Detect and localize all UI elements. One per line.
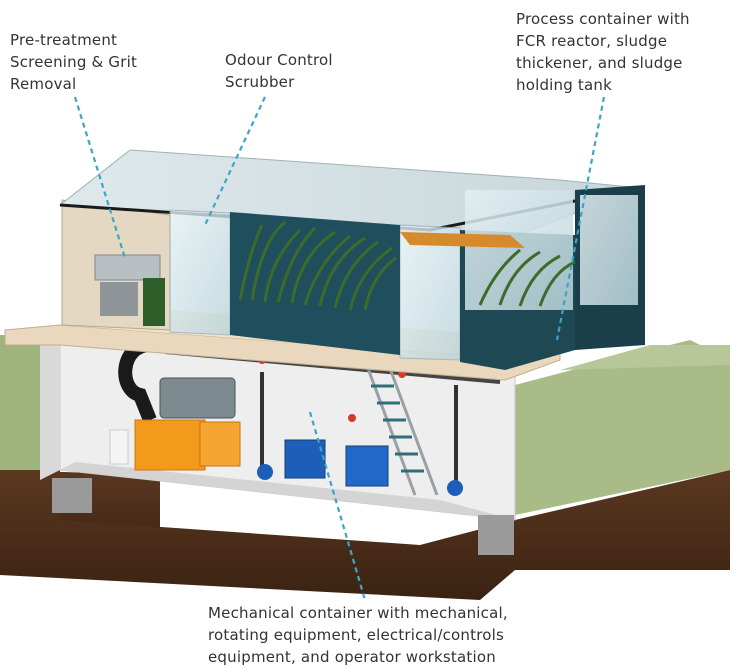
- orange-tank-2: [199, 421, 241, 467]
- awning: [400, 232, 525, 248]
- pit-floor: [60, 462, 515, 520]
- label-odour-control: Odour Control Scrubber: [225, 51, 333, 91]
- soil-block: [0, 470, 730, 600]
- reed-bed: [238, 220, 576, 311]
- screen-base: [100, 282, 138, 316]
- label-mechanical-container: Mechanical container with mechanical, ro…: [208, 604, 508, 666]
- pump-2: [447, 480, 463, 496]
- footing-left: [52, 478, 92, 513]
- glass-partition-left: [169, 209, 231, 336]
- label-pretreatment: Pre-treatment Screening & Grit Removal: [10, 31, 138, 93]
- leader-odour: [204, 96, 266, 226]
- pit-left-wall: [40, 335, 60, 480]
- blue-tank-2: [345, 445, 389, 487]
- grass-right: [515, 340, 730, 515]
- label-process-container: Process container with FCR reactor, slud…: [516, 10, 690, 94]
- grit-bin: [143, 278, 165, 326]
- screen-unit: [94, 254, 161, 281]
- valve-red-3: [348, 414, 356, 422]
- leader-lines: [73, 96, 606, 601]
- leader-mechanical: [308, 411, 367, 601]
- blue-tank-1: [284, 439, 326, 479]
- white-drum-1: [109, 429, 129, 465]
- grass-top-right: [560, 345, 730, 370]
- blower-unit: [159, 377, 236, 419]
- process-end-glass: [580, 195, 638, 305]
- orange-tank-1: [134, 419, 206, 471]
- leader-pretreatment: [73, 96, 127, 259]
- pump-1: [257, 464, 273, 480]
- process-container-front: [230, 212, 400, 355]
- footing-right: [478, 515, 514, 555]
- deck-slab: [4, 324, 561, 381]
